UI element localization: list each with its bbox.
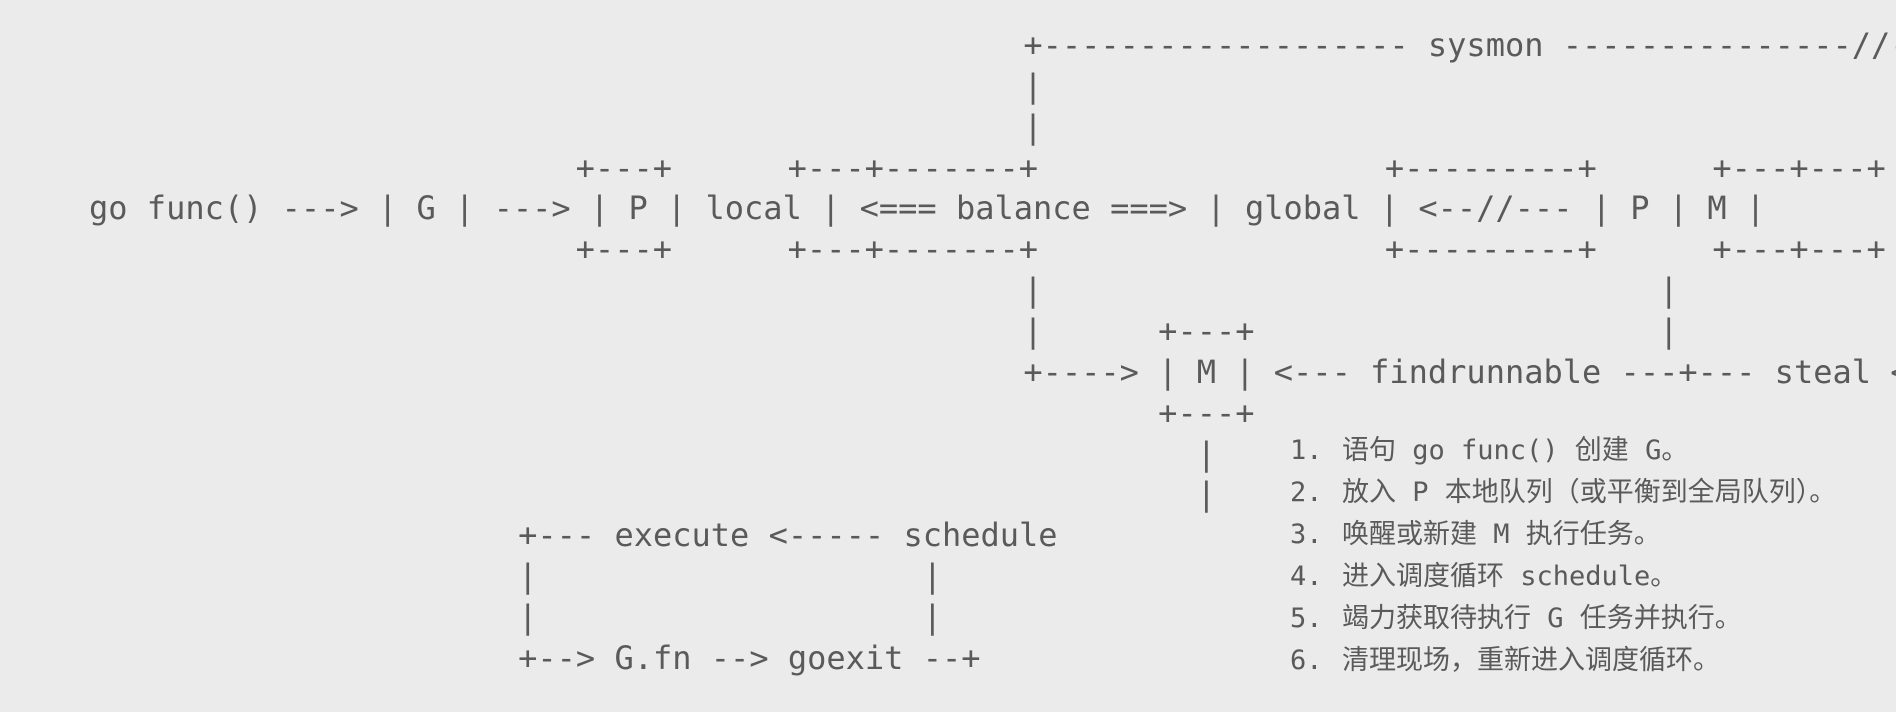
diagram-line: go func() ---> | G | ---> | P | local | … (89, 189, 1765, 227)
step-number: 3. (1290, 519, 1323, 550)
step-number: 5. (1290, 603, 1323, 634)
step-number: 4. (1290, 561, 1323, 592)
diagram-line: | +---+ | | (638, 312, 1896, 350)
step-note: 6. 清理现场，重新进入调度循环。 (1290, 640, 1836, 682)
diagram-line: +---+ +---+-------+ +---------+ +---+---… (383, 149, 1886, 187)
diagram-line: +--- execute <----- schedule (364, 516, 1058, 554)
step-number: 6. (1290, 645, 1323, 676)
step-note: 4. 进入调度循环 schedule。 (1290, 556, 1836, 598)
diagram-line: | (638, 475, 1216, 513)
diagram-line: +---+ (638, 394, 1255, 432)
step-note: 3. 唤醒或新建 M 执行任务。 (1290, 514, 1836, 556)
diagram-line: | | (638, 67, 1896, 105)
step-note: 5. 竭力获取待执行 G 任务并执行。 (1290, 598, 1836, 640)
diagram-line: | | (364, 557, 942, 595)
diagram-line: +----> | M | <--- findrunnable ---+--- s… (638, 353, 1896, 391)
step-text: 放入 P 本地队列（或平衡到全局队列）。 (1342, 477, 1837, 508)
diagram-line: | | (638, 108, 1896, 146)
diagram-line: +---+ +---+-------+ +---------+ +---+---… (383, 230, 1886, 268)
step-text: 唤醒或新建 M 执行任务。 (1342, 519, 1661, 550)
step-number: 1. (1290, 435, 1323, 466)
step-text: 竭力获取待执行 G 任务并执行。 (1342, 603, 1742, 634)
diagram-line: +------------------- sysmon ------------… (638, 26, 1896, 64)
diagram-line: | | | (638, 271, 1896, 309)
step-note: 1. 语句 go func() 创建 G。 (1290, 430, 1836, 472)
step-note: 2. 放入 P 本地队列（或平衡到全局队列）。 (1290, 472, 1836, 514)
diagram-line: | (638, 435, 1216, 473)
diagram-line: | | (364, 598, 942, 636)
step-text: 进入调度循环 schedule。 (1342, 561, 1678, 592)
step-notes-list: 1. 语句 go func() 创建 G。 2. 放入 P 本地队列（或平衡到全局队… (1290, 430, 1836, 682)
step-number: 2. (1290, 477, 1323, 508)
diagram-line: +--> G.fn --> goexit --+ (364, 639, 981, 677)
step-text: 语句 go func() 创建 G。 (1342, 435, 1689, 466)
step-text: 清理现场，重新进入调度循环。 (1342, 645, 1720, 676)
